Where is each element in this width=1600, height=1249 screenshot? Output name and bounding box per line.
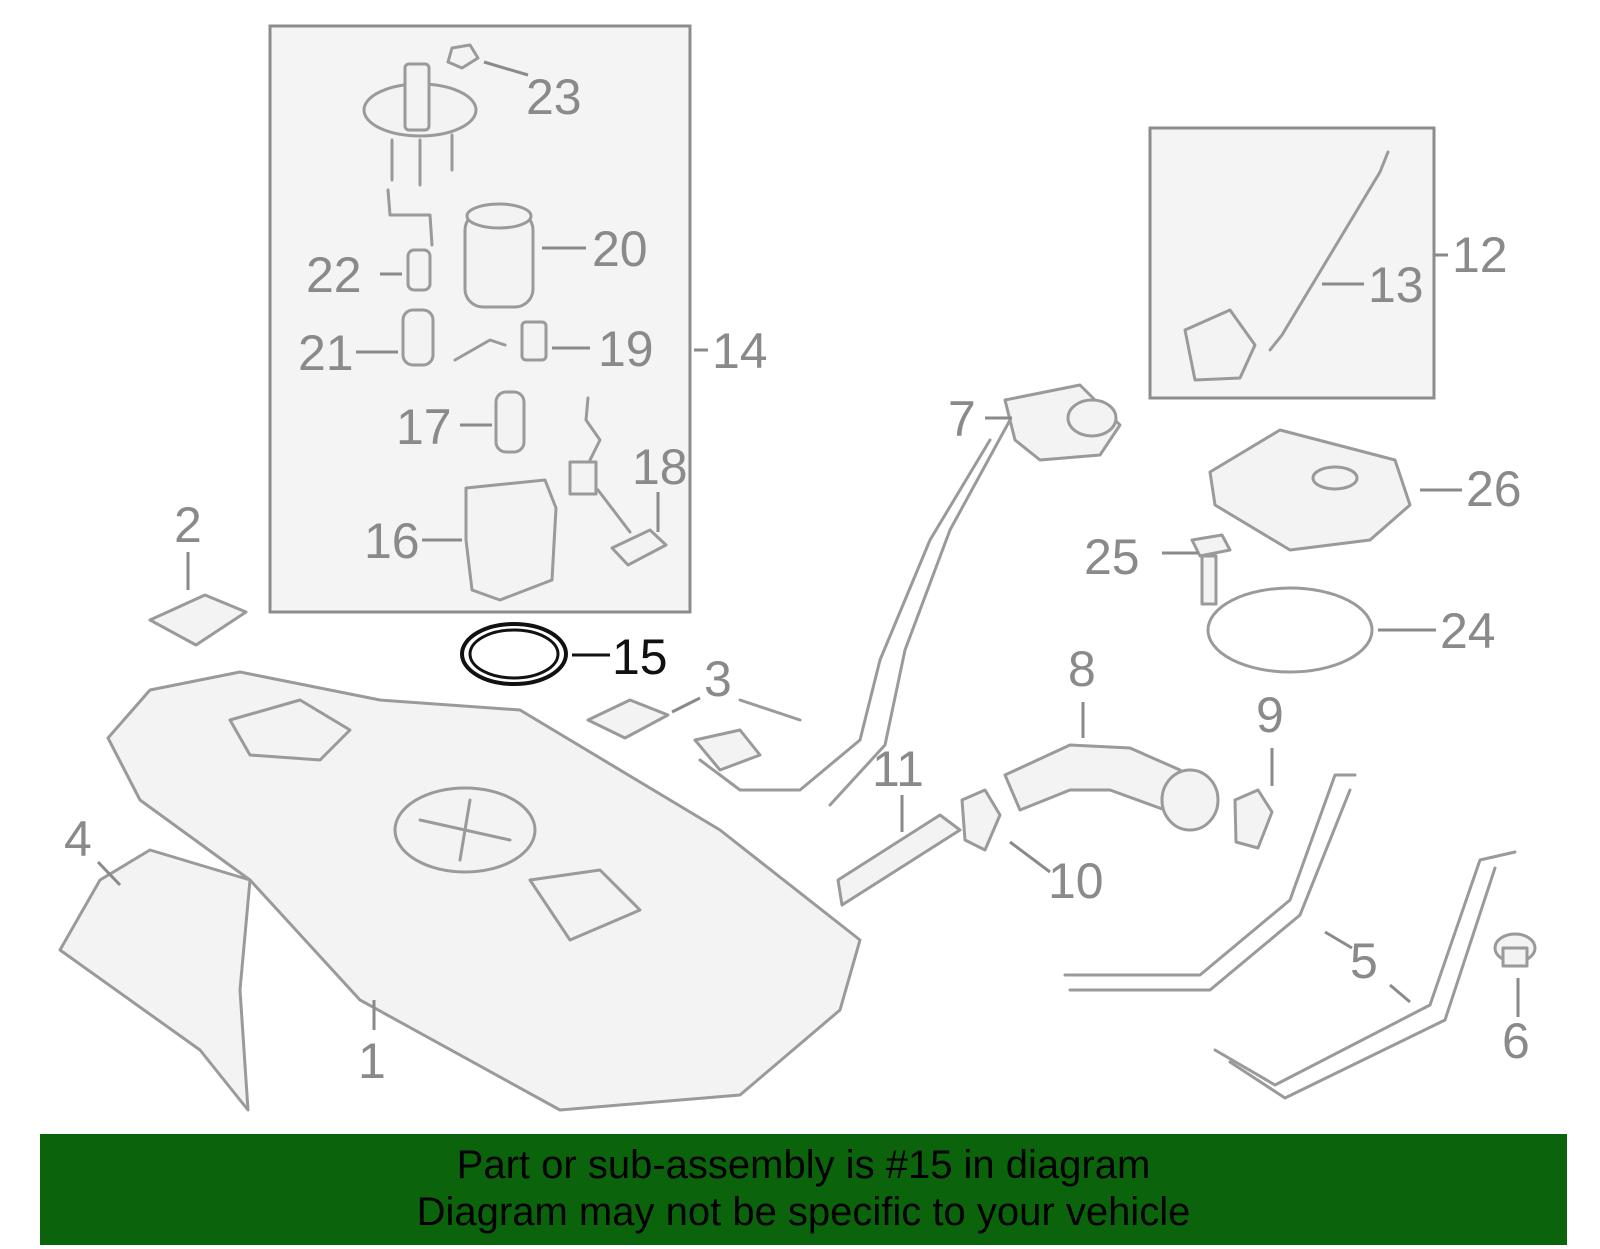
callout-17: 17 xyxy=(396,399,452,455)
part-6-grommet xyxy=(1493,932,1537,968)
part-4-heat-shield xyxy=(58,848,252,1112)
callout-2: 2 xyxy=(174,497,202,553)
callout-16: 16 xyxy=(364,513,420,569)
part-21-regulator xyxy=(401,308,435,367)
callout-24: 24 xyxy=(1440,603,1496,659)
part-2-pad xyxy=(148,593,248,647)
callout-5: 5 xyxy=(1350,933,1378,989)
callout-10: 10 xyxy=(1048,853,1104,909)
callout-11: 11 xyxy=(872,741,924,797)
callout-21: 21 xyxy=(298,325,354,381)
part-9-clamp xyxy=(1233,788,1274,850)
part-7-filler-neck xyxy=(693,383,1122,807)
part-13-tether xyxy=(1268,150,1390,352)
part-22-hose xyxy=(386,188,434,292)
part-11-guard xyxy=(836,813,962,907)
callout-14: 14 xyxy=(712,323,768,379)
banner-line-1: Part or sub-assembly is #15 in diagram xyxy=(456,1143,1151,1187)
leader-lines xyxy=(96,60,1520,1030)
callout-4: 4 xyxy=(64,811,92,867)
callout-25: 25 xyxy=(1084,529,1140,585)
banner-line-2: Diagram may not be specific to your vehi… xyxy=(416,1190,1191,1234)
part-12-cap xyxy=(1183,308,1257,382)
part-15-gasket xyxy=(460,622,568,686)
callout-9: 9 xyxy=(1256,687,1284,743)
callout-22: 22 xyxy=(306,247,362,303)
callout-7: 7 xyxy=(948,391,976,447)
info-banner: Part or sub-assembly is #15 in diagram D… xyxy=(40,1134,1567,1245)
part-17-pump-motor xyxy=(494,390,526,454)
callout-3: 3 xyxy=(704,651,732,707)
part-10-clamp xyxy=(960,788,1002,852)
callout-12: 12 xyxy=(1452,227,1508,283)
part-25-bolt xyxy=(1190,533,1232,606)
part-3-pad xyxy=(586,698,670,740)
callout-23: 23 xyxy=(526,69,582,125)
part-19-valve xyxy=(520,320,548,362)
callout-1: 1 xyxy=(358,1033,386,1089)
callout-15: 15 xyxy=(612,629,668,685)
part-23-pump-flange xyxy=(362,43,480,187)
part-18-sender xyxy=(568,396,668,567)
callout-20: 20 xyxy=(592,221,648,277)
part-1-fuel-tank xyxy=(106,670,862,1112)
part-5-straps xyxy=(1063,773,1517,1100)
callout-19: 19 xyxy=(598,321,654,377)
part-26-cover xyxy=(1208,428,1412,552)
callout-6: 6 xyxy=(1502,1013,1530,1069)
callout-26: 26 xyxy=(1466,461,1522,517)
callout-13: 13 xyxy=(1368,257,1424,313)
callout-18: 18 xyxy=(632,439,688,495)
part-19-hose xyxy=(453,338,507,362)
part-8-hose xyxy=(1003,743,1220,832)
part-16-reservoir xyxy=(464,478,558,602)
callout-8: 8 xyxy=(1068,641,1096,697)
part-20-filter xyxy=(463,202,535,309)
part-24-gasket xyxy=(1206,586,1374,674)
